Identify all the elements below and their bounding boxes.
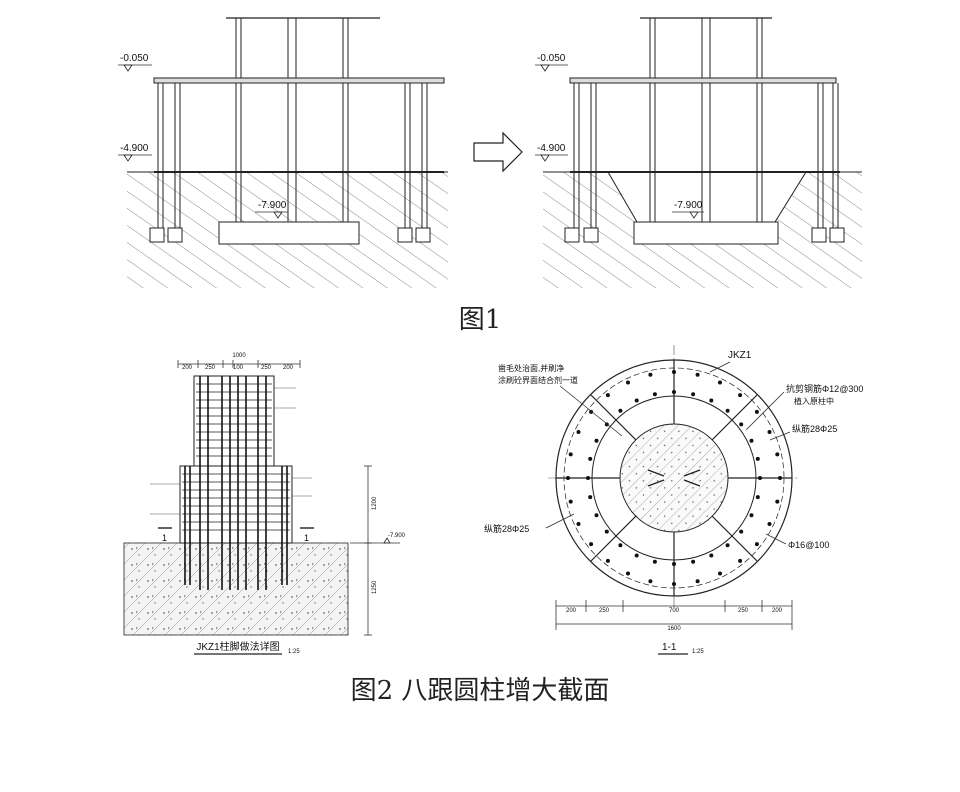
note-embedded: 植入原柱中 [794, 396, 834, 406]
level-label: -7.900 [674, 200, 703, 211]
rebar-dot [648, 372, 653, 377]
column-label: JKZ1 [728, 350, 752, 361]
rebar-dot [589, 409, 594, 414]
note-roughen: 凿毛处治面,并刷净 [498, 363, 564, 373]
level-label: -4.900 [537, 143, 566, 154]
rebar-dot [618, 408, 623, 413]
note-shear-bars: 抗剪钢筋Φ12@300 [786, 383, 863, 394]
dim: 200 [283, 365, 294, 371]
scale-label: 1:25 [288, 649, 300, 655]
rebar-dot [739, 422, 744, 427]
note-longitudinal-bars: 纵筋28Φ25 [792, 423, 837, 434]
rebar-dot [695, 579, 700, 584]
rebar-dot [672, 582, 676, 586]
rebar-dot [634, 398, 639, 403]
note-stirrup: Φ16@100 [788, 540, 829, 550]
dim: 700 [669, 608, 680, 614]
section-mark: 1 [162, 533, 167, 543]
level-label: -4.900 [120, 143, 149, 154]
rebar-dot [709, 398, 714, 403]
rebar-dot [672, 562, 676, 566]
level-label: -0.050 [120, 53, 149, 64]
rebar-dot [618, 543, 623, 548]
section-title: 1-1 [662, 642, 677, 653]
transition-arrow [473, 131, 523, 173]
section-1-1: 凿毛处治面,并刷净 涂刷砼界面结合剂一道 JKZ1 抗剪钢筋Φ12@300 植入… [484, 345, 863, 655]
level-label: -7.900 [258, 200, 287, 211]
rebar-dot [652, 392, 657, 397]
rebar-dot [754, 542, 759, 547]
column-foot-detail: 1000 200 250 100 250 200 [123, 353, 406, 655]
scale-label: 1:25 [692, 649, 704, 655]
rebar-dot [755, 456, 760, 461]
dim: 250 [738, 608, 749, 614]
rebar-dot [626, 380, 630, 385]
rebar-dot [588, 456, 593, 461]
rebar-dot [767, 430, 772, 434]
dim: 250 [599, 608, 610, 614]
dim: 1200 [372, 496, 378, 510]
rebar-dot [725, 543, 730, 548]
rebar-dot [749, 438, 754, 443]
rebar-dot [767, 522, 772, 526]
rebar-dot [626, 571, 630, 576]
rebar-dot [594, 438, 599, 443]
rebar-dot [589, 542, 594, 547]
level-label: -0.050 [537, 53, 566, 64]
rebar-dot [758, 476, 762, 480]
figure1-caption: 图1 [459, 305, 502, 335]
figure1-left-elevation: -0.050 -4.900 -7.900 [118, 17, 448, 288]
rebar-dot [754, 409, 759, 414]
rebar-dot [605, 393, 610, 398]
rebar-dot [709, 553, 714, 558]
dim: 250 [205, 365, 216, 371]
rebar-dot [604, 529, 609, 534]
rebar-dot [739, 529, 744, 534]
rebar-dot [718, 571, 722, 576]
rebar-dot [586, 476, 590, 480]
rebar-dot [576, 430, 581, 434]
detail-title: JKZ1柱脚做法详图 [196, 640, 279, 653]
rebar-dot [749, 513, 754, 518]
rebar-dot [695, 372, 700, 377]
rebar-dot [778, 476, 782, 480]
note-longitudinal-bars: 纵筋28Φ25 [484, 523, 529, 534]
dim-total: 1600 [667, 626, 681, 632]
rebar-dot [755, 495, 760, 500]
dim: 250 [261, 365, 272, 371]
figure1-right-elevation: -0.050 -4.900 -7.900 [535, 17, 862, 288]
dim: 200 [182, 365, 193, 371]
rebar-dot [691, 392, 696, 397]
note-interface-agent: 涂刷砼界面结合剂一道 [498, 375, 578, 385]
rebar-dot [738, 558, 743, 563]
dim-total: 1000 [232, 353, 246, 359]
rebar-dot [568, 452, 573, 457]
rebar-dot [588, 495, 593, 500]
figure2-caption: 图2 八跟圆柱增大截面 [351, 676, 610, 706]
rebar-dot [725, 408, 730, 413]
rebar-dot [594, 513, 599, 518]
rebar-dot [738, 393, 743, 398]
rebar-dot [634, 553, 639, 558]
rebar-dot [648, 579, 653, 584]
rebar-dot [605, 558, 610, 563]
rebar-dot [568, 499, 573, 504]
dim: 100 [233, 365, 244, 371]
section-mark: 1 [304, 533, 309, 543]
rebar-dot [718, 380, 722, 385]
rebar-dot [672, 370, 676, 374]
rebar-dot [775, 499, 780, 504]
level-label: -7.900 [388, 533, 406, 539]
dim: 200 [772, 608, 783, 614]
rebar-dot [566, 476, 570, 480]
rebar-dot [672, 390, 676, 394]
dim: 1250 [372, 580, 378, 594]
rebar-dot [652, 559, 657, 564]
rebar-dot [691, 559, 696, 564]
rebar-dot [775, 452, 780, 457]
rebar-dot [576, 522, 581, 526]
dim: 200 [566, 608, 577, 614]
